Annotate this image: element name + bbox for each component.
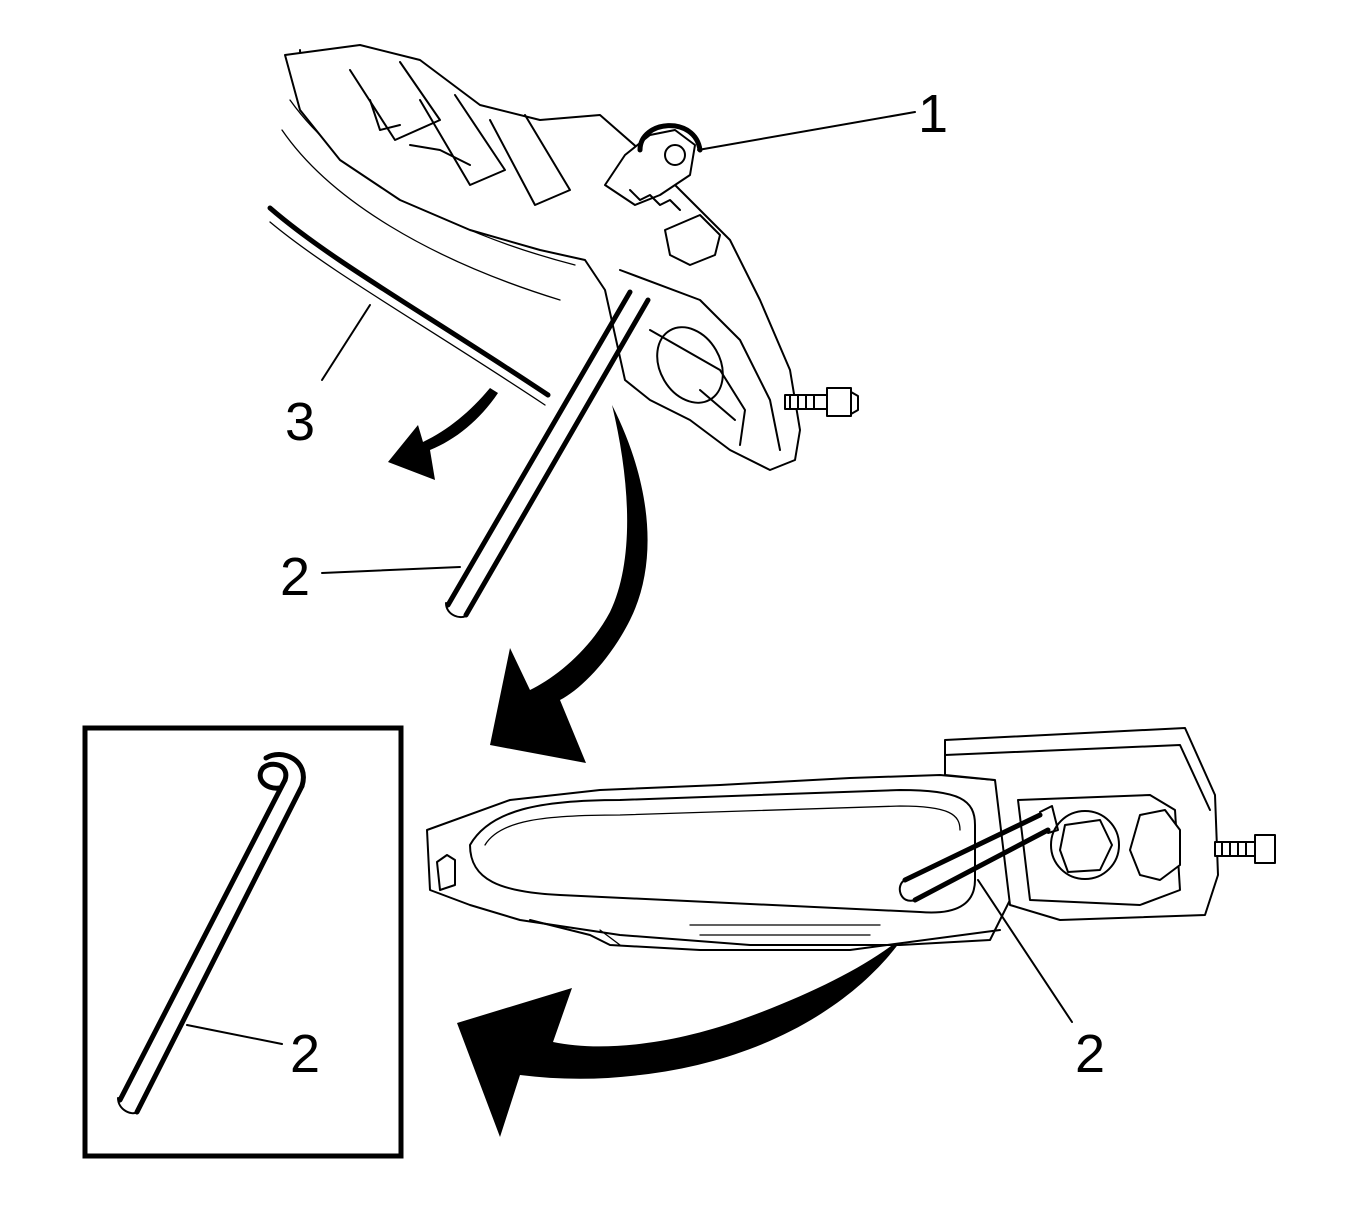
callout-2-top: 2 xyxy=(280,547,310,607)
operating-rod-bottom xyxy=(898,805,1059,903)
handle-lower-detail xyxy=(599,924,881,946)
leader-1 xyxy=(697,111,916,151)
leader-2-inset xyxy=(186,1024,283,1045)
retainer-clip-hole xyxy=(664,144,686,166)
handle-outer-body xyxy=(426,774,1011,946)
retainer-spring xyxy=(629,189,681,211)
callout-1: 1 xyxy=(918,84,948,144)
door-seam-inner xyxy=(269,221,546,406)
inset-rod xyxy=(117,752,306,1115)
operating-rod-top xyxy=(445,289,651,619)
inset-frame xyxy=(82,725,404,1159)
retainer-clip-loop xyxy=(637,123,703,153)
bracket-lower-detail xyxy=(649,329,746,446)
handle-grip-inner xyxy=(484,805,961,846)
bracket-rib-3 xyxy=(489,114,571,206)
small-rotate-arrow xyxy=(388,388,498,480)
callout-3: 3 xyxy=(285,392,315,452)
callouts: 1 2 3 2 2 xyxy=(280,84,1105,1084)
leader-lines xyxy=(186,111,1073,1045)
callout-2-inset: 2 xyxy=(290,1024,320,1084)
top-handle-assembly xyxy=(267,44,859,619)
bracket-rib-5 xyxy=(409,144,471,166)
bottom-handle-assembly xyxy=(426,727,1276,951)
leader-2-top xyxy=(321,566,461,574)
lock-cylinder xyxy=(1050,810,1120,880)
housing-inner-frame xyxy=(1017,794,1181,906)
callout-2-right: 2 xyxy=(1075,1024,1105,1084)
leader-3 xyxy=(321,304,371,381)
inset-rod-hook xyxy=(257,752,306,791)
bottom-bolt xyxy=(1214,834,1276,864)
handle-grip-recess xyxy=(469,789,976,914)
bracket-rib-2 xyxy=(419,94,506,186)
bracket-connector xyxy=(664,214,721,266)
inset-rod-detail xyxy=(82,725,404,1159)
bracket-lower-frame xyxy=(619,269,781,451)
leader-2-right xyxy=(977,879,1073,1023)
door-seam xyxy=(267,205,551,398)
handle-lower-skirt xyxy=(529,919,1001,951)
large-rotate-arrow-1 xyxy=(490,405,648,763)
lock-cam xyxy=(1129,809,1181,881)
large-rotate-arrow-2 xyxy=(457,935,905,1137)
bracket-rib-4 xyxy=(369,99,401,131)
housing-top-edge xyxy=(944,744,1211,811)
door-skin-inner-line xyxy=(281,129,561,301)
lock-cylinder-face xyxy=(1059,819,1113,873)
direction-arrows xyxy=(388,388,905,1137)
handle-bracket-body xyxy=(284,44,801,471)
handle-left-clip xyxy=(436,854,456,891)
top-bolt xyxy=(784,387,859,417)
